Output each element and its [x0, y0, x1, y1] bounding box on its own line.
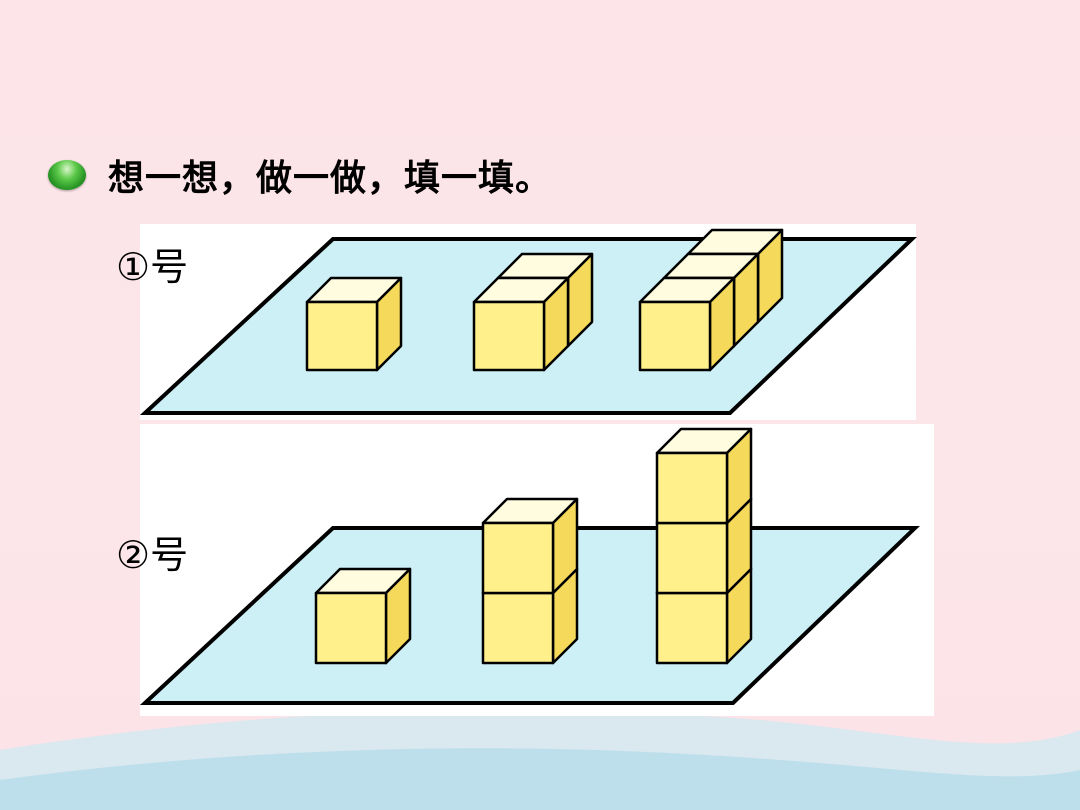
instruction-heading: 想一想，做一做，填一填。: [48, 150, 552, 200]
instruction-text: 想一想，做一做，填一填。: [108, 157, 553, 199]
cube-front-face: [638, 300, 712, 372]
cube-front-face: [314, 591, 388, 665]
green-bullet-icon: [48, 160, 86, 190]
cube: [305, 276, 403, 372]
cube-front-face: [655, 521, 729, 595]
cube: [655, 427, 753, 525]
cubes-group-1: [305, 228, 784, 372]
background-wave: [0, 710, 1080, 810]
cube: [481, 497, 579, 595]
cube: [638, 276, 736, 372]
cube: [314, 567, 412, 665]
cube-front-face: [481, 591, 555, 665]
cube-front-face: [655, 451, 729, 525]
cubes-group-2: [314, 427, 753, 665]
group-label-2: ②号: [116, 533, 189, 577]
cube-front-face: [481, 521, 555, 595]
group-label-1: ①号: [116, 245, 189, 289]
cube-front-face: [305, 300, 379, 372]
cube-front-face: [472, 300, 546, 372]
cube: [472, 276, 570, 372]
cube-front-face: [655, 591, 729, 665]
